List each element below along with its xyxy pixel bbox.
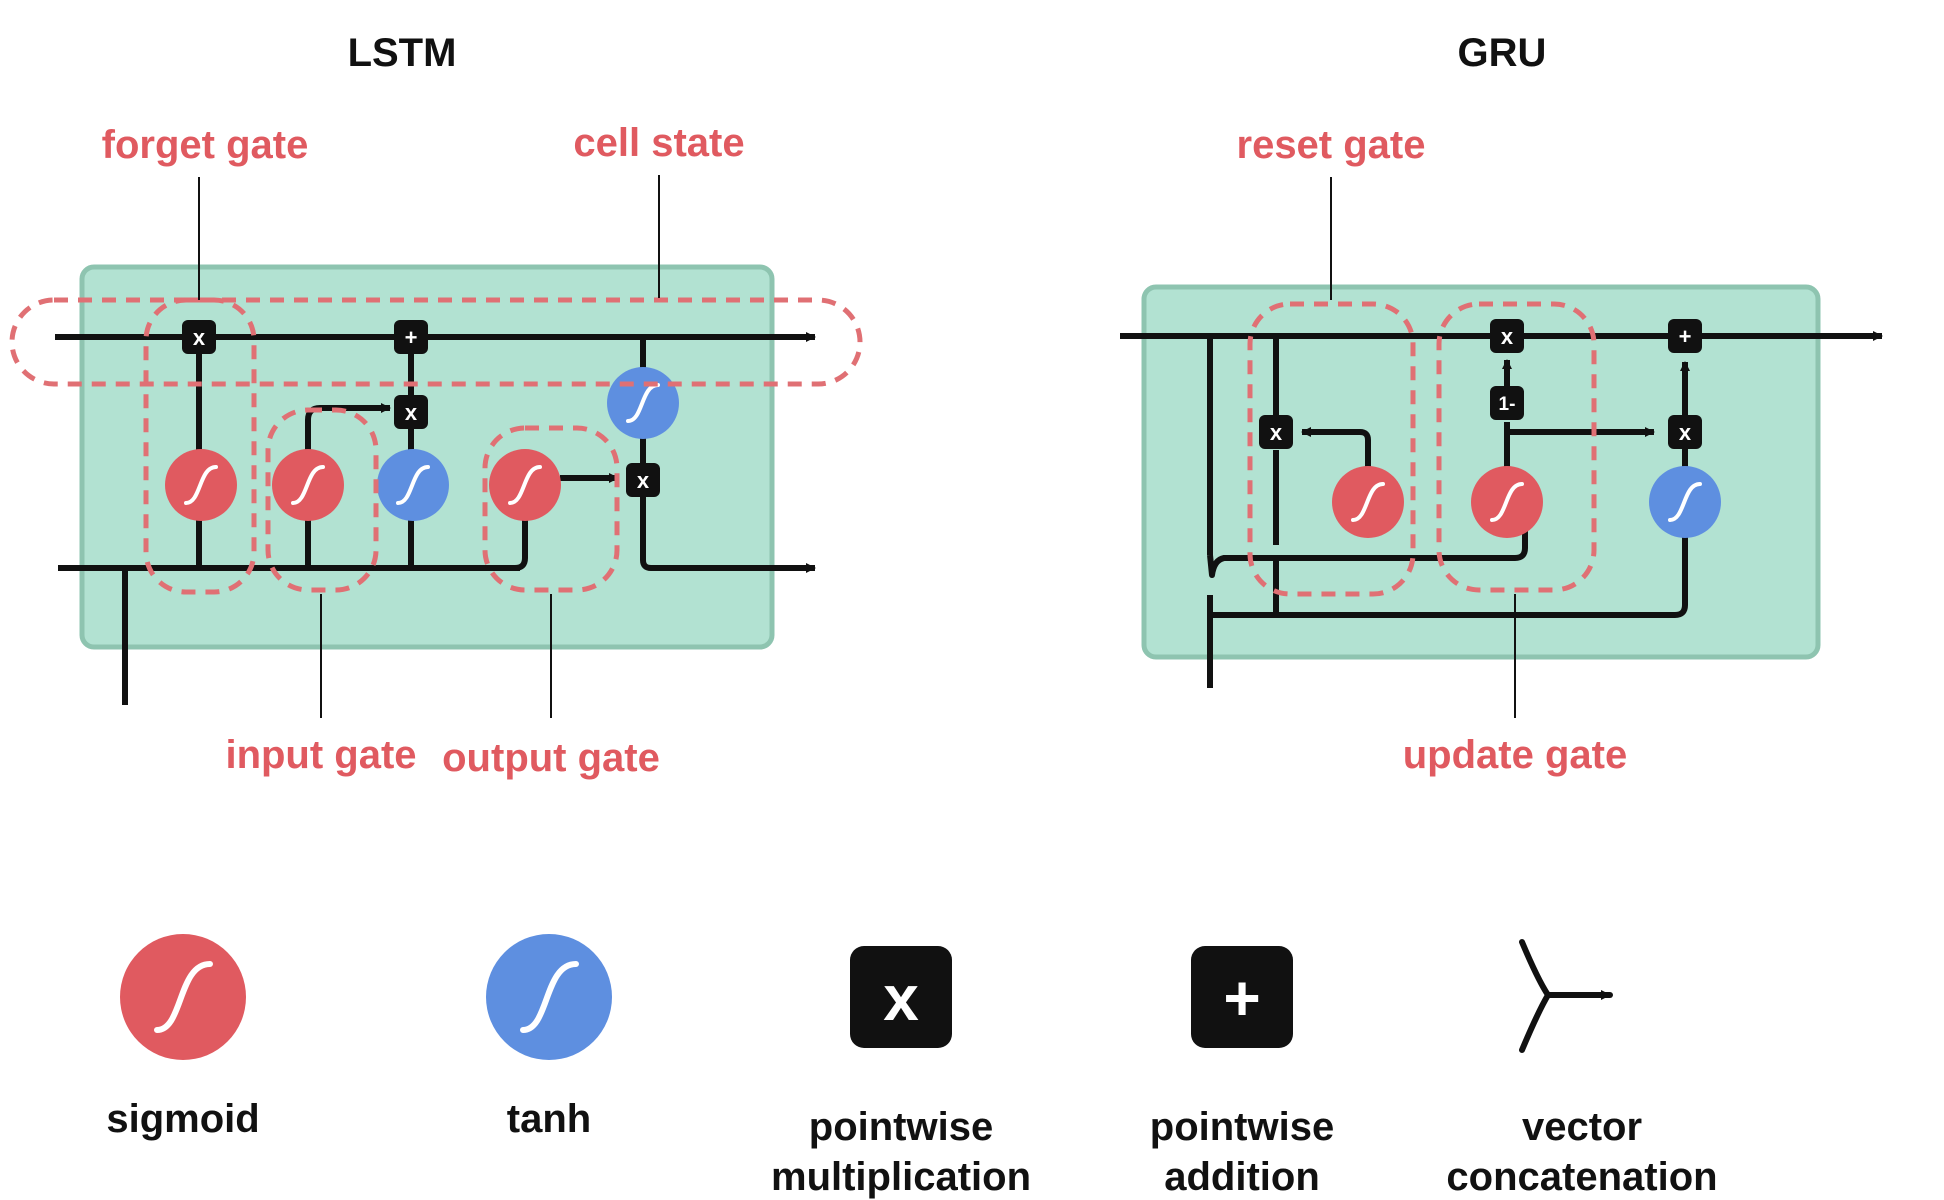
svg-text:x: x xyxy=(405,400,418,425)
gru-reset-sigmoid-path xyxy=(1301,427,1371,485)
label-forget-gate: forget gate xyxy=(102,123,309,167)
legend-concatenation-line2: concatenation xyxy=(1446,1155,1717,1199)
svg-text:+: + xyxy=(405,325,418,350)
lstm-title: LSTM xyxy=(348,31,457,75)
legend-tanh-icon xyxy=(486,934,612,1060)
svg-text:1-: 1- xyxy=(1499,394,1516,415)
label-output-gate: output gate xyxy=(442,736,660,780)
svg-text:x: x xyxy=(637,468,650,493)
gru-title: GRU xyxy=(1458,31,1547,75)
lstm-output-multiply-op: x xyxy=(626,463,660,497)
label-update-gate: update gate xyxy=(1403,733,1627,777)
lstm-output-gate-outline xyxy=(482,425,620,593)
lstm-tanh xyxy=(377,449,449,521)
legend-addition-line1: pointwise xyxy=(1150,1105,1334,1149)
gru-cell-box xyxy=(1141,284,1821,660)
lstm-panel: LSTM xyxy=(9,31,863,780)
gru-candidate-multiply-op: x xyxy=(1668,415,1702,449)
svg-text:x: x xyxy=(1501,324,1514,349)
gru-label-leaders xyxy=(1330,177,1516,718)
lstm-forget-sigmoid xyxy=(165,449,237,521)
gru-reset-sigmoid xyxy=(1332,466,1404,538)
gru-reset-gate-outline xyxy=(1247,301,1416,597)
legend-concatenation-icon xyxy=(1519,939,1613,1053)
lstm-output-sigmoid xyxy=(489,449,561,521)
svg-text:+: + xyxy=(1679,324,1692,349)
legend-sigmoid-icon xyxy=(120,934,246,1060)
gru-add-op: + xyxy=(1668,319,1702,353)
label-cell-state: cell state xyxy=(573,121,744,165)
lstm-input-gate-outline xyxy=(265,407,379,593)
legend-addition-line2: addition xyxy=(1164,1155,1320,1199)
gru-update-gate-outline xyxy=(1436,301,1597,593)
gru-update-multiply-op: x xyxy=(1490,319,1524,353)
legend-sigmoid-label: sigmoid xyxy=(106,1097,259,1141)
lstm-add-op: + xyxy=(394,320,428,354)
label-input-gate: input gate xyxy=(225,733,416,777)
lstm-input-sigmoid xyxy=(272,449,344,521)
gru-input-to-candidate xyxy=(1207,455,1688,618)
lstm-cell-tanh xyxy=(607,367,679,439)
legend-multiplication-line1: pointwise xyxy=(809,1105,993,1149)
gru-dashed-outlines xyxy=(1247,301,1597,597)
gru-input-to-update xyxy=(1207,485,1528,578)
gru-candidate-tanh xyxy=(1649,466,1721,538)
lstm-forget-multiply-op: x xyxy=(182,320,216,354)
legend-multiply-icon: x xyxy=(850,946,952,1048)
legend-multiplication-line2: multiplication xyxy=(771,1155,1031,1199)
lstm-label-leaders xyxy=(198,175,660,718)
legend: sigmoid tanh x pointwise multiplication … xyxy=(106,934,1718,1199)
lstm-hidden-output-line xyxy=(640,403,816,573)
label-reset-gate: reset gate xyxy=(1237,123,1426,167)
svg-text:x: x xyxy=(1270,420,1283,445)
gru-update-sigmoid xyxy=(1471,466,1543,538)
svg-text:x: x xyxy=(1679,420,1692,445)
svg-text:+: + xyxy=(1223,962,1260,1034)
svg-text:x: x xyxy=(193,325,206,350)
gru-panel: GRU xyxy=(1120,31,1883,777)
lstm-cell-state-outline xyxy=(9,297,863,387)
gru-one-minus-op: 1- xyxy=(1490,386,1524,420)
legend-add-icon: + xyxy=(1191,946,1293,1048)
lstm-connections xyxy=(55,332,816,705)
legend-tanh-label: tanh xyxy=(507,1097,591,1141)
lstm-output-sigmoid-join xyxy=(514,485,528,571)
lstm-input-multiply-op: x xyxy=(394,395,428,429)
svg-text:x: x xyxy=(883,962,919,1034)
legend-concatenation-line1: vector xyxy=(1522,1105,1642,1149)
gru-reset-multiply-op: x xyxy=(1259,415,1293,449)
